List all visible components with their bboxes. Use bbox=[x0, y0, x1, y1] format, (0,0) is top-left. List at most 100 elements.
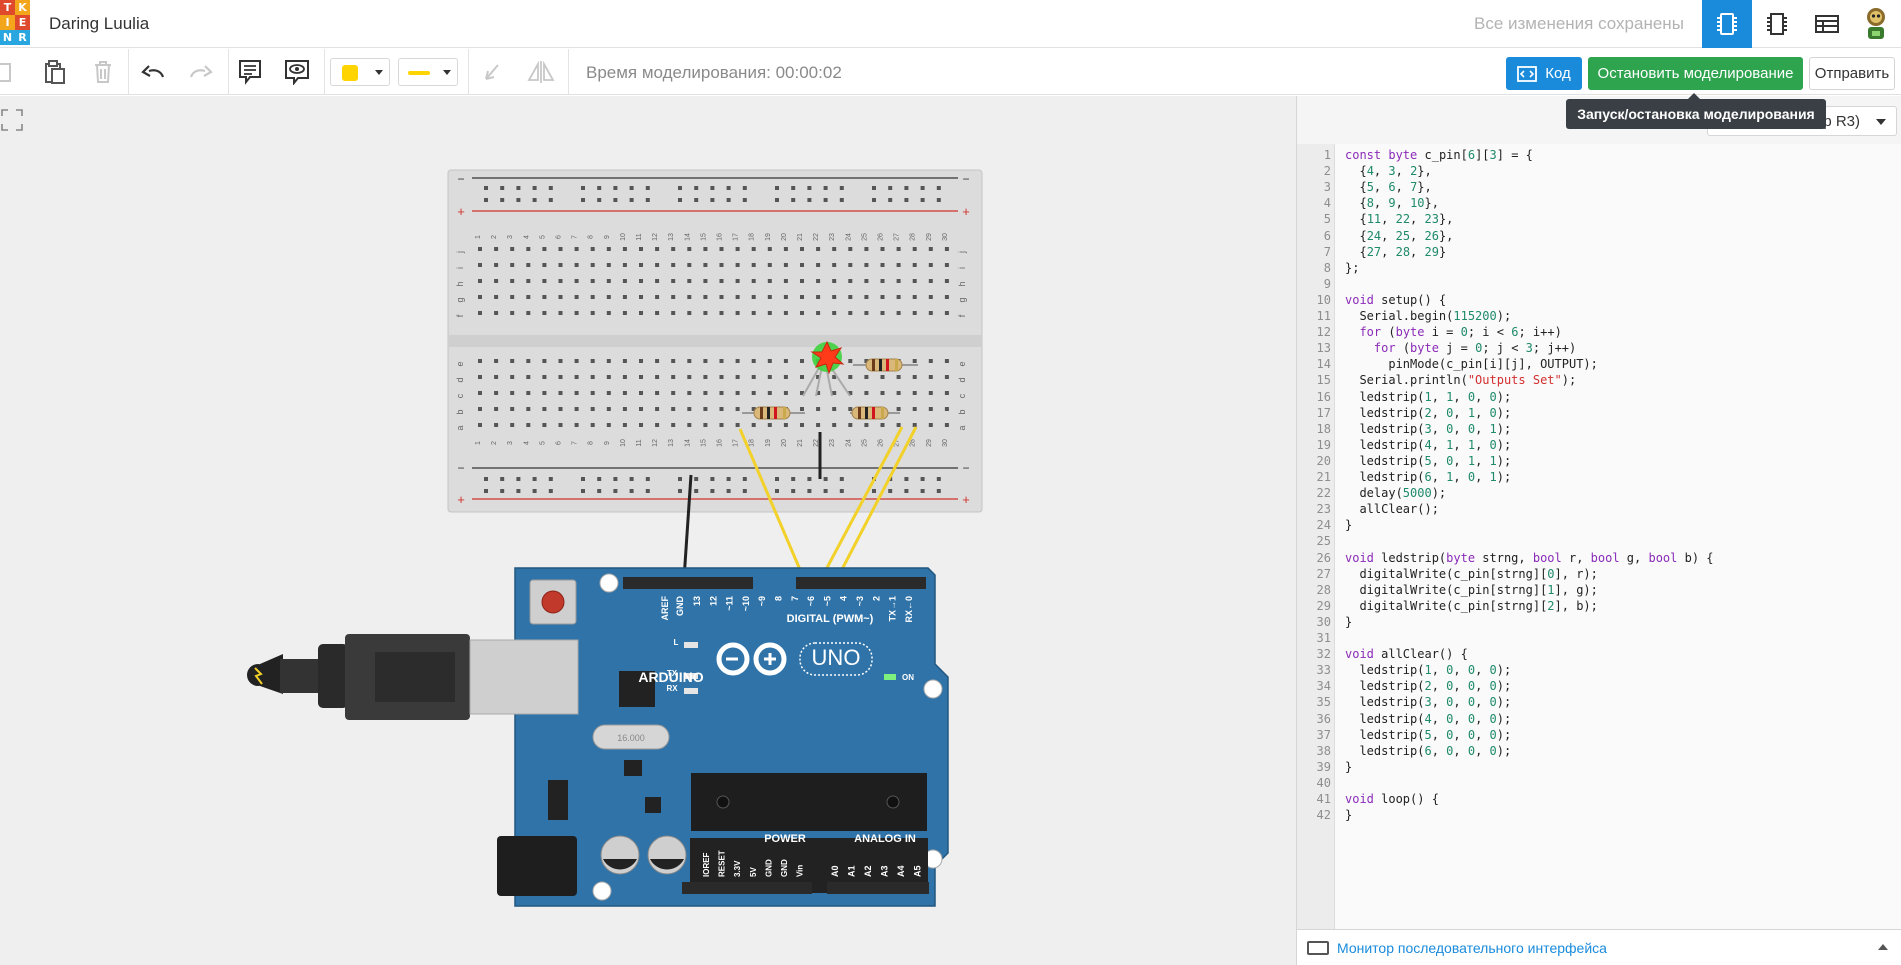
breadboard-hole bbox=[687, 279, 692, 283]
breadboard-hole bbox=[574, 295, 579, 299]
breadboard-hole bbox=[606, 263, 611, 267]
code-line[interactable]: ledstrip(1, 0, 0, 0); bbox=[1345, 663, 1512, 678]
code-line[interactable]: {11, 22, 23}, bbox=[1345, 212, 1454, 227]
fit-to-view-icon[interactable] bbox=[0, 108, 24, 132]
breadboard-hole bbox=[542, 391, 547, 395]
breadboard-hole bbox=[590, 247, 595, 251]
breadboard-hole bbox=[944, 247, 949, 251]
user-avatar[interactable] bbox=[1856, 4, 1896, 44]
breadboard-col-number: 27 bbox=[894, 233, 901, 241]
breadboard-hole bbox=[800, 359, 804, 363]
line-style-picker[interactable] bbox=[398, 58, 458, 86]
code-line[interactable]: {4, 3, 2}, bbox=[1345, 164, 1432, 179]
code-line[interactable]: void setup() { bbox=[1345, 292, 1447, 307]
undo-button[interactable] bbox=[136, 56, 170, 88]
code-line[interactable]: delay(5000); bbox=[1345, 486, 1447, 501]
project-title[interactable]: Daring Luulia bbox=[49, 14, 150, 33]
rotate-button[interactable] bbox=[476, 56, 510, 88]
breadboard-hole bbox=[639, 359, 643, 363]
code-line[interactable]: ledstrip(4, 0, 0, 0); bbox=[1345, 711, 1512, 726]
breadboard-hole bbox=[928, 407, 933, 411]
resistor-3[interactable] bbox=[853, 358, 918, 372]
code-line[interactable]: ledstrip(2, 0, 0, 0); bbox=[1345, 679, 1512, 694]
breadboard-hole bbox=[832, 391, 837, 395]
code-line[interactable]: {8, 9, 10}, bbox=[1345, 196, 1439, 211]
code-line[interactable]: const byte c_pin[6][3] = { bbox=[1345, 148, 1533, 162]
notes-button[interactable] bbox=[233, 56, 267, 88]
redo-button[interactable] bbox=[184, 56, 218, 88]
resistor-2[interactable] bbox=[850, 406, 900, 420]
breadboard-hole bbox=[590, 279, 595, 283]
code-line[interactable]: Serial.begin(115200); bbox=[1345, 309, 1512, 323]
breadboard-hole bbox=[703, 423, 708, 427]
breadboard[interactable]: 1122334455667788991010111112121313141415… bbox=[447, 169, 983, 513]
code-line[interactable]: } bbox=[1345, 614, 1353, 629]
notes-toggle-button[interactable] bbox=[280, 56, 314, 88]
code-line[interactable]: {24, 25, 26}, bbox=[1345, 228, 1454, 243]
breadboard-hole bbox=[710, 489, 715, 493]
fill-color-picker[interactable] bbox=[330, 58, 390, 86]
code-line[interactable]: ledstrip(5, 0, 1, 1); bbox=[1345, 453, 1512, 468]
breadboard-hole bbox=[558, 391, 563, 395]
code-line[interactable]: void loop() { bbox=[1345, 792, 1439, 806]
code-line[interactable]: ledstrip(6, 1, 0, 1); bbox=[1345, 470, 1512, 484]
chevron-up-icon[interactable] bbox=[1878, 944, 1888, 950]
breadboard-hole bbox=[606, 407, 611, 411]
code-line[interactable]: for (byte j = 0; j < 3; j++) bbox=[1373, 341, 1577, 356]
code-line[interactable]: {5, 6, 7}, bbox=[1345, 180, 1432, 195]
send-button[interactable]: Отправить bbox=[1809, 57, 1895, 90]
stop-simulation-button[interactable]: Остановить моделирование bbox=[1588, 57, 1803, 90]
copy-button[interactable] bbox=[0, 56, 20, 88]
code-line[interactable]: Serial.println("Outputs Set"); bbox=[1345, 373, 1577, 388]
line-number: 2 bbox=[1323, 164, 1331, 179]
code-line[interactable]: pinMode(c_pin[i][j], OUTPUT); bbox=[1345, 357, 1598, 372]
code-line[interactable]: {27, 28, 29} bbox=[1345, 244, 1447, 259]
code-line[interactable]: digitalWrite(c_pin[strng][1], g); bbox=[1345, 582, 1598, 597]
breadboard-hole bbox=[655, 247, 660, 251]
code-line[interactable]: } bbox=[1345, 518, 1353, 533]
wires[interactable] bbox=[682, 426, 918, 580]
breadboard-hole bbox=[494, 391, 499, 395]
code-line[interactable]: } bbox=[1345, 759, 1353, 774]
tinkercad-logo[interactable]: T I N K E R bbox=[0, 0, 30, 46]
breadboard-hole bbox=[751, 375, 756, 379]
code-line[interactable]: ledstrip(1, 1, 0, 0); bbox=[1345, 389, 1512, 404]
flip-button[interactable] bbox=[524, 56, 558, 88]
code-line[interactable]: ledstrip(2, 0, 1, 0); bbox=[1345, 405, 1512, 420]
breadboard-rail-plus: + bbox=[962, 204, 970, 219]
circuit-view-button[interactable] bbox=[1702, 0, 1752, 48]
serial-monitor-bar[interactable]: Монитор последовательного интерфейса bbox=[1297, 929, 1901, 965]
code-line[interactable]: } bbox=[1345, 808, 1353, 823]
line-number: 3 bbox=[1323, 180, 1331, 195]
code-line[interactable]: digitalWrite(c_pin[strng][2], b); bbox=[1345, 598, 1598, 613]
schematic-view-button[interactable] bbox=[1752, 0, 1802, 48]
code-line[interactable]: ledstrip(6, 0, 0, 0); bbox=[1345, 743, 1512, 758]
paste-button[interactable] bbox=[38, 56, 72, 88]
breadboard-holes bbox=[478, 186, 949, 493]
breadboard-rail-plus: + bbox=[962, 492, 970, 507]
code-line[interactable]: ledstrip(4, 1, 1, 0); bbox=[1345, 437, 1512, 452]
rgb-led[interactable] bbox=[802, 340, 851, 397]
code-line[interactable]: }; bbox=[1345, 260, 1360, 275]
serial-monitor-label[interactable]: Монитор последовательного интерфейса bbox=[1337, 940, 1607, 956]
component-list-button[interactable] bbox=[1802, 0, 1852, 48]
code-line[interactable]: ledstrip(3, 0, 0, 1); bbox=[1345, 421, 1512, 436]
code-editor[interactable]: const byte c_pin[6][3] = { {4, 3, 2}, {5… bbox=[1335, 144, 1901, 929]
code-line[interactable]: void ledstrip(byte strng, bool r, bool g… bbox=[1345, 550, 1714, 565]
delete-button[interactable] bbox=[86, 56, 120, 88]
breadboard-hole bbox=[542, 407, 547, 411]
circuit-drawing[interactable]: 1122334455667788991010111112121313141415… bbox=[0, 96, 1296, 965]
code-line[interactable]: for (byte i = 0; i < 6; i++) bbox=[1359, 325, 1562, 340]
resistor-1[interactable] bbox=[742, 406, 805, 420]
code-line[interactable]: ledstrip(3, 0, 0, 0); bbox=[1345, 695, 1512, 710]
code-line[interactable]: void allClear() { bbox=[1345, 647, 1468, 662]
code-line[interactable]: allClear(); bbox=[1345, 502, 1439, 517]
breadboard-hole bbox=[558, 279, 563, 283]
digital-pin-label: 12 bbox=[708, 596, 718, 606]
breadboard-hole bbox=[558, 359, 563, 363]
code-line[interactable]: ledstrip(5, 0, 0, 0); bbox=[1345, 727, 1512, 742]
code-line[interactable]: digitalWrite(c_pin[strng][0], r); bbox=[1345, 566, 1598, 581]
code-button[interactable]: Код bbox=[1506, 57, 1582, 90]
